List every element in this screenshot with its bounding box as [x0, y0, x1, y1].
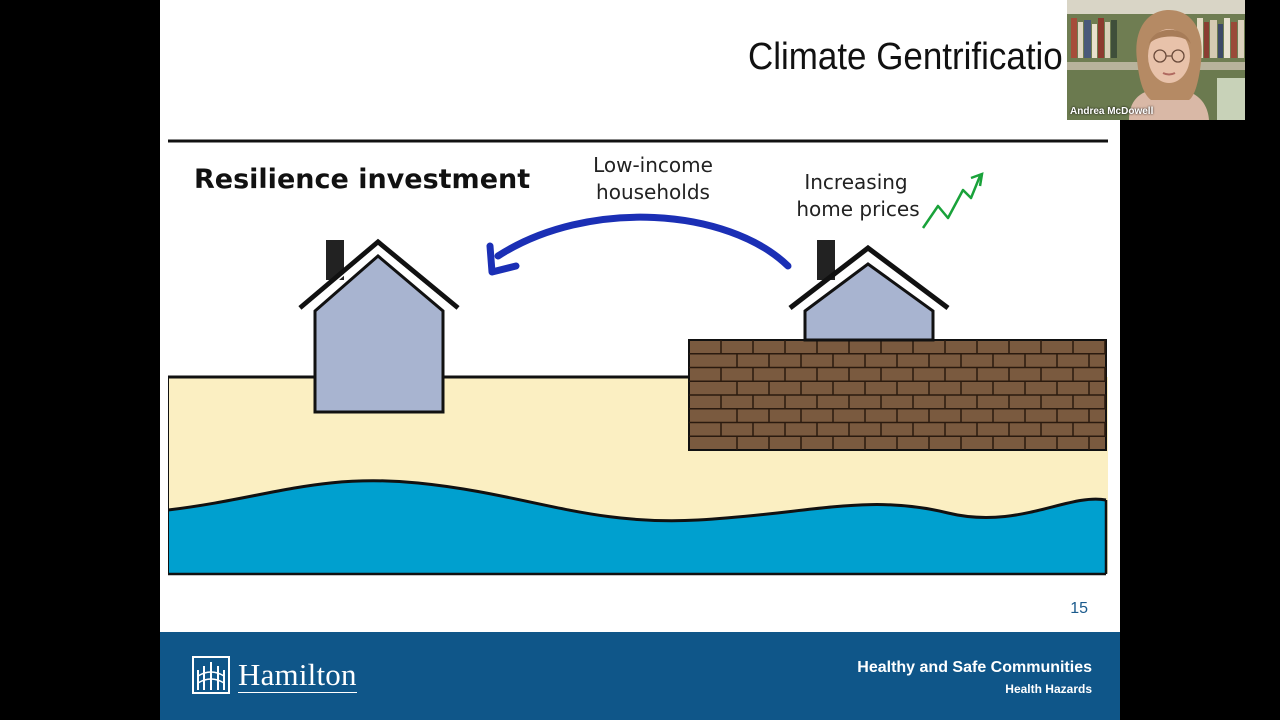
slide-footer: Hamilton Healthy and Safe Communities He…	[160, 632, 1120, 720]
slide-title: Climate Gentrificatio	[748, 36, 1063, 78]
water-area	[168, 480, 1106, 574]
footer-division: Health Hazards	[1005, 682, 1092, 696]
participant-name-label: Andrea McDowell	[1070, 106, 1154, 117]
figure-heading: Resilience investment	[194, 164, 530, 195]
price-label-line1: Increasing	[804, 170, 907, 194]
participant-video-feed	[1067, 0, 1245, 120]
migration-arrow	[486, 213, 792, 276]
price-trend-arrow-icon	[921, 172, 984, 229]
hamilton-logo-text: Hamilton	[238, 656, 357, 693]
presentation-slide: Climate Gentrificatio	[160, 0, 1120, 720]
hamilton-crest-icon	[192, 656, 230, 694]
footer-department: Healthy and Safe Communities	[857, 659, 1092, 676]
arrow-label-line1: Low-income	[593, 153, 713, 177]
water-line	[168, 479, 1107, 523]
resilience-investment-illustration: Resilience investment Low-income househo…	[168, 139, 1108, 576]
arrow-label-line2: households	[596, 180, 710, 204]
price-label-line2: home prices	[796, 197, 919, 221]
hamilton-logo: Hamilton	[192, 656, 357, 694]
left-house	[298, 238, 460, 414]
sea-wall	[688, 339, 1107, 451]
participant-video-tile[interactable]: Andrea McDowell	[1067, 0, 1245, 120]
slide-page-number: 15	[1070, 600, 1088, 617]
right-house	[788, 240, 950, 342]
